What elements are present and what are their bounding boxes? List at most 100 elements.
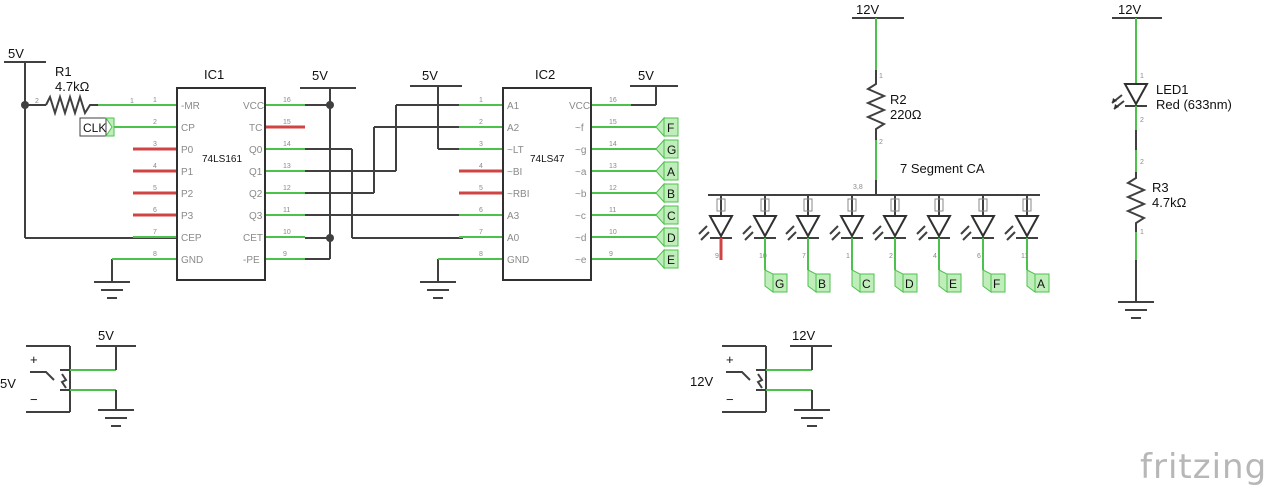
ic2-left-pin-number: 6 <box>479 207 483 214</box>
ic1-left-pin-number: 8 <box>153 251 157 258</box>
ic1-left-pin-number: 3 <box>153 141 157 148</box>
segment-arrow <box>744 231 754 241</box>
ic1-right-pin-name: Q3 <box>249 211 263 222</box>
ic1-left-pin-name: P3 <box>181 211 194 222</box>
r2-pin-b-number: 2 <box>879 139 883 146</box>
ic1-right-pin-name: CET <box>243 233 263 244</box>
led1[interactable]: 1 2 LED1 Red (633nm) <box>1111 18 1232 130</box>
r2-pin-a-number: 1 <box>879 73 883 80</box>
segment-arrow <box>742 225 752 235</box>
segment-arrow <box>785 225 795 235</box>
segment-arrow <box>916 225 926 235</box>
segment-net-tag[interactable] <box>990 273 1006 293</box>
ic1-left-pin-name: CEP <box>181 233 202 244</box>
segment-net-tag-label: E <box>949 277 957 291</box>
ic2-tag-arrow <box>655 138 665 160</box>
jack-12v[interactable]: + − 12V <box>690 345 767 413</box>
ic2-right-pin-number: 9 <box>609 251 613 258</box>
r2-ref: R2 <box>890 92 907 107</box>
r2-supply-label: 12V <box>856 2 879 17</box>
segment-led[interactable] <box>752 215 778 239</box>
segment-glyph <box>803 198 813 212</box>
ic2-right-pin-name: ~d <box>575 233 586 244</box>
ic2-net-tag-label: G <box>667 143 676 157</box>
ic2-net-tag[interactable] <box>663 139 679 159</box>
r3-value: 4.7kΩ <box>1152 195 1187 210</box>
jack-5v-ground-symbol <box>98 409 134 427</box>
ic2-net-tag[interactable] <box>663 249 679 269</box>
ic1-right-pin-number: 11 <box>283 207 290 214</box>
ic1-right-pin-name: Q1 <box>249 167 263 178</box>
jack-5v[interactable]: + − 5V <box>0 345 71 413</box>
segment-led[interactable] <box>926 215 952 239</box>
ic1-pins: 1-MR2CP3P04P15P26P37CEP8GND16VCC15TC14Q0… <box>133 97 305 266</box>
segment-led[interactable] <box>970 215 996 239</box>
segment-net-tag[interactable] <box>815 273 831 293</box>
segment-led[interactable] <box>795 215 821 239</box>
ic2-tag-arrow <box>655 116 665 138</box>
r1-pin-a-number: 2 <box>35 98 39 105</box>
segment-net-tag[interactable] <box>1034 273 1050 293</box>
segment-led[interactable] <box>882 215 908 239</box>
r1-pin-b-number: 1 <box>130 98 134 105</box>
ic1-part: 74LS161 <box>202 154 242 165</box>
ic2-net-tag[interactable] <box>663 205 679 225</box>
segment-glyph <box>890 198 900 212</box>
r1-supply-label: 5V <box>8 46 24 61</box>
ic2-lt-supply-label: 5V <box>422 68 438 83</box>
ic1-left-pin-name: P2 <box>181 189 194 200</box>
clk-net-label[interactable]: CLK <box>79 117 176 137</box>
fritzing-logo: fritzing <box>1140 447 1267 487</box>
segment-glyph <box>760 198 770 212</box>
jack-12v-ground-symbol <box>794 409 830 427</box>
ic2-tag-arrow <box>655 160 665 182</box>
jack-12v-plus: + <box>726 352 734 367</box>
ic2-net-tag[interactable] <box>663 183 679 203</box>
ic1-right-pin-number: 12 <box>283 185 291 192</box>
segment-arrow <box>700 231 710 241</box>
segment-glyph <box>847 198 857 212</box>
ic2-tag-arrow <box>655 226 665 248</box>
ic1-chip[interactable]: IC1 74LS161 <box>176 67 266 281</box>
led1-value: Red (633nm) <box>1156 97 1232 112</box>
segment-tag-arrow <box>938 269 948 293</box>
ic1-left-pin-name: P1 <box>181 167 194 178</box>
segment-pin-number: 9 <box>715 253 719 260</box>
ic2-right-pin-name: VCC <box>569 101 590 112</box>
r3-pin-b-number: 1 <box>1140 229 1144 236</box>
r2-value: 220Ω <box>890 107 922 122</box>
segment-led[interactable] <box>839 215 865 239</box>
ic1-left-pin-number: 4 <box>153 163 157 170</box>
ic2-ground-symbol <box>420 281 456 299</box>
segment-arrow <box>1006 231 1016 241</box>
ic2-net-tag[interactable] <box>663 227 679 247</box>
segment-net-tag[interactable] <box>859 273 875 293</box>
segment-net-tag[interactable] <box>946 273 962 293</box>
ic1-left-pin-number: 7 <box>153 229 157 236</box>
display-common-pin: 3,8 <box>853 184 863 191</box>
ic2-net-tag[interactable] <box>663 117 679 137</box>
ic2-net-tag[interactable] <box>663 161 679 181</box>
segment-net-tag[interactable] <box>772 273 788 293</box>
r3-resistor[interactable]: 2 1 R3 4.7kΩ <box>1125 150 1187 260</box>
ic2-right-pin-number: 10 <box>609 229 617 236</box>
segment-arrow <box>698 225 708 235</box>
segment-led[interactable] <box>708 215 734 239</box>
ic1-right-pin-name: Q2 <box>249 189 263 200</box>
ic1-left-pin-number: 5 <box>153 185 157 192</box>
segment-led[interactable] <box>1014 215 1040 239</box>
ic1-ground-symbol <box>94 281 130 299</box>
ic2-left-pin-number: 5 <box>479 185 483 192</box>
ic2-left-pin-name: A3 <box>507 211 520 222</box>
segment-net-tag-label: C <box>862 277 871 291</box>
segment-net-tag[interactable] <box>902 273 918 293</box>
ic1-left-pin-number: 6 <box>153 207 157 214</box>
ic2-chip[interactable]: IC2 74LS47 <box>502 67 592 281</box>
r3-ref: R3 <box>1152 180 1169 195</box>
r2-resistor[interactable]: 1 2 R2 220Ω <box>865 18 922 180</box>
segment-arrow <box>872 225 882 235</box>
segment-arrow <box>918 231 928 241</box>
ic1-vcc-supply-label: 5V <box>312 68 328 83</box>
